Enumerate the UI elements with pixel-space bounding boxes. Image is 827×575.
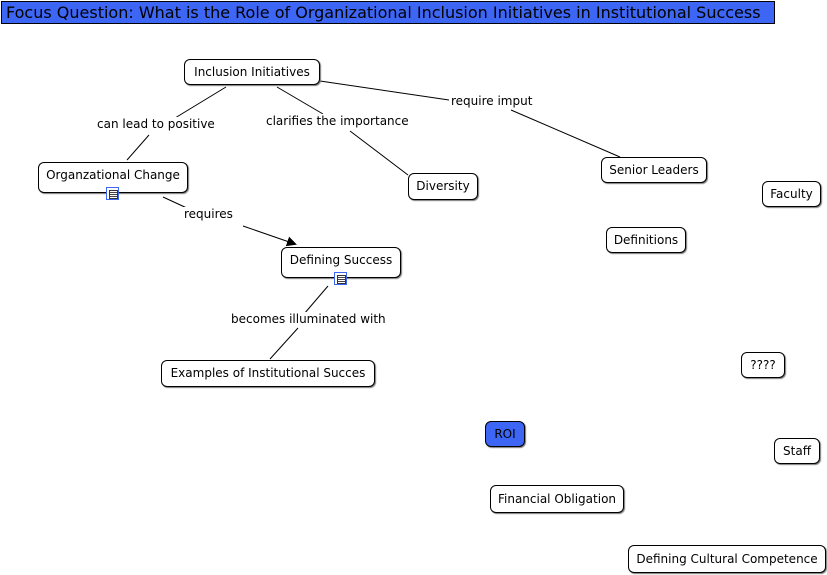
link-label-requires[interactable]: requires	[182, 207, 235, 221]
link-label-clarifies-the-importance[interactable]: clarifies the importance	[264, 114, 411, 128]
node-inclusion-initiatives[interactable]: Inclusion Initiatives	[184, 59, 320, 85]
line-label-requires-to-ds	[242, 225, 297, 247]
resource-document-icon[interactable]	[334, 272, 347, 285]
line-ii-to-label-can-lead	[174, 86, 227, 119]
resource-document-icon[interactable]	[106, 187, 119, 200]
node-financial-obligation[interactable]: Financial Obligation	[490, 485, 624, 513]
node-examples-of-institutional-success[interactable]: Examples of Institutional Succes	[161, 360, 375, 387]
line-ii-to-label-clarifies	[276, 86, 324, 115]
line-label-clarifies-to-diversity	[349, 130, 409, 176]
link-label-becomes-illuminated-with[interactable]: becomes illuminated with	[229, 312, 388, 326]
node-diversity[interactable]: Diversity	[408, 173, 478, 200]
node-faculty[interactable]: Faculty	[762, 181, 821, 207]
node-definitions[interactable]: Definitions	[606, 227, 686, 253]
line-ii-to-label-require	[319, 80, 450, 101]
node-organizational-change[interactable]: Organzational Change	[38, 162, 188, 193]
node-defining-cultural-competence[interactable]: Defining Cultural Competence	[628, 545, 826, 573]
node-unknown[interactable]: ????	[741, 352, 785, 378]
node-roi[interactable]: ROI	[485, 421, 525, 447]
line-label-becomes-to-examples	[269, 327, 299, 360]
link-label-require-imput[interactable]: require imput	[449, 94, 535, 108]
line-label-require-to-senior	[510, 109, 621, 158]
node-staff[interactable]: Staff	[774, 438, 820, 464]
link-label-can-lead-to-positive[interactable]: can lead to positive	[95, 117, 217, 131]
focus-question-title: Focus Question: What is the Role of Orga…	[1, 1, 775, 24]
line-ds-to-label-becomes	[303, 285, 329, 315]
node-senior-leaders[interactable]: Senior Leaders	[601, 157, 707, 183]
line-label-can-lead-to-oc	[126, 134, 150, 161]
